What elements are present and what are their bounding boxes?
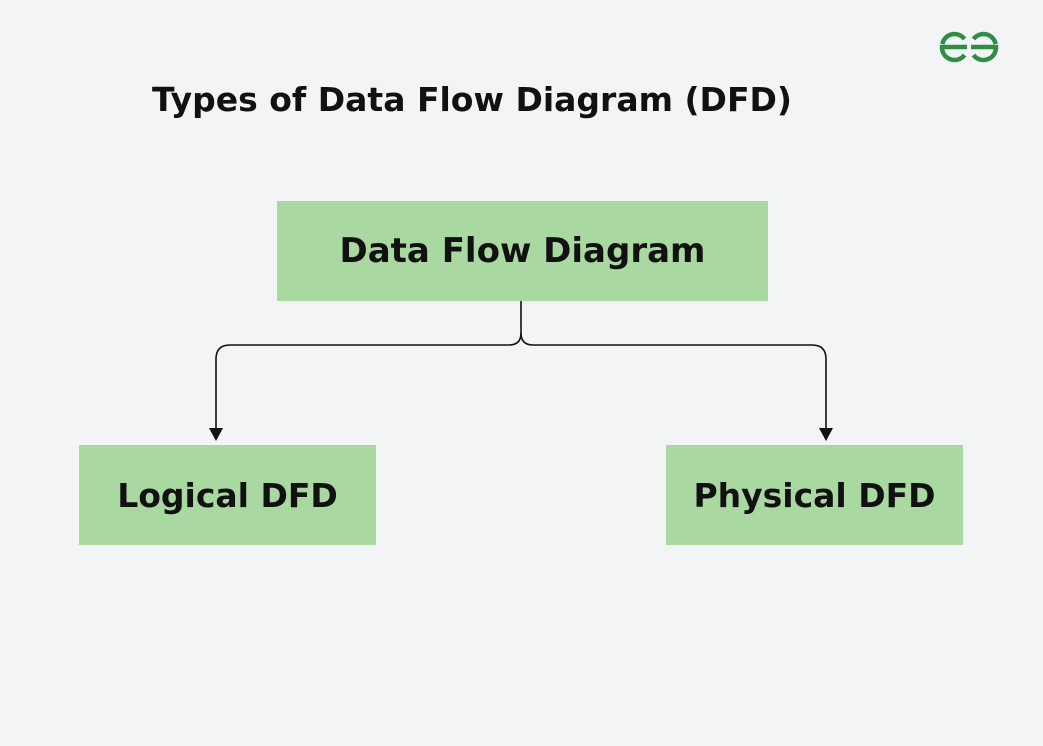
diagram-title: Types of Data Flow Diagram (DFD) [152,80,792,119]
node-label: Logical DFD [117,475,338,515]
connector-right-stem [520,332,534,346]
connector-root-stem [508,301,522,346]
geeksforgeeks-logo-icon [939,31,999,63]
node-label: Physical DFD [693,475,936,515]
node-logical-dfd: Logical DFD [79,445,376,545]
connector-right-branch [533,344,827,430]
arrowhead-right-icon [819,428,833,441]
node-physical-dfd: Physical DFD [666,445,963,545]
connector-left-branch [215,344,509,430]
node-data-flow-diagram: Data Flow Diagram [277,201,768,301]
arrowhead-left-icon [209,428,223,441]
node-label: Data Flow Diagram [339,231,706,271]
